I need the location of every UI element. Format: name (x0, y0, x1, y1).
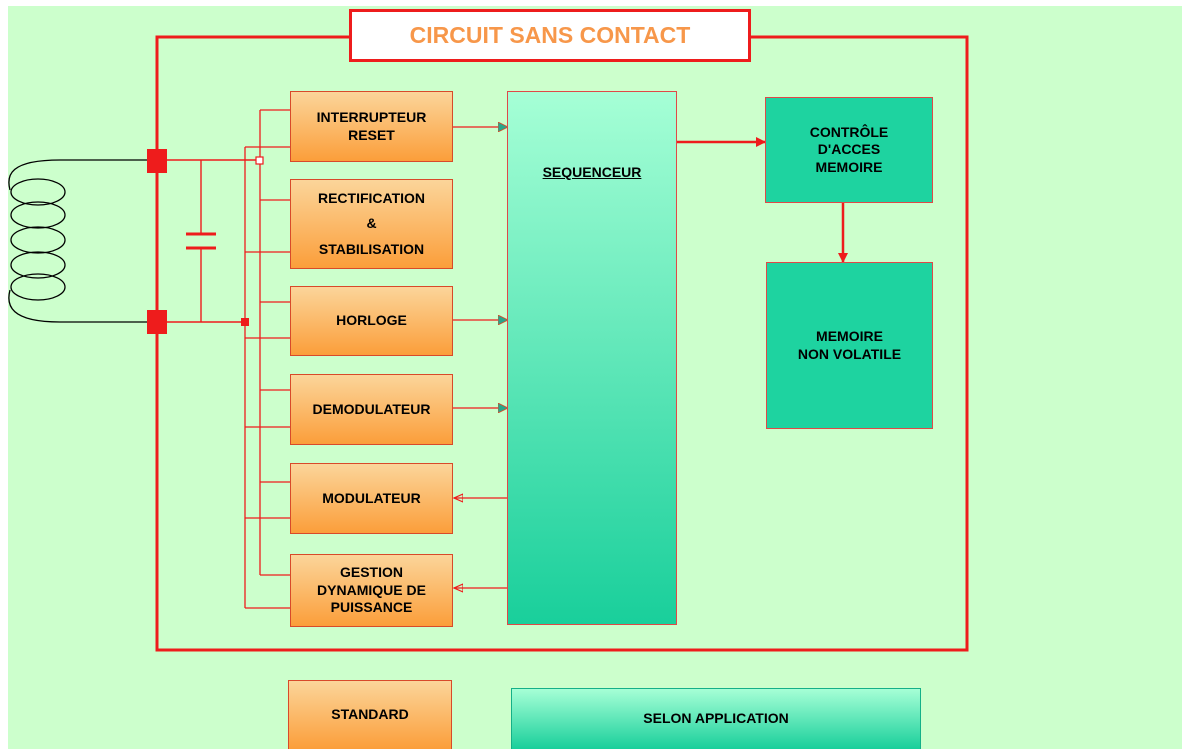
block-horloge: HORLOGE (290, 286, 453, 356)
block-memoire-line1: MEMOIRE (816, 328, 883, 344)
block-modulateur: MODULATEUR (290, 463, 453, 534)
legend-selon-application: SELON APPLICATION (511, 688, 921, 749)
block-interrupteur-line1: INTERRUPTEUR (316, 109, 427, 125)
block-interrupteur-line2: RESET (348, 126, 395, 143)
antenna-terminal-top (147, 149, 167, 173)
block-demodulateur-label: DEMODULATEUR (312, 400, 431, 417)
block-rectification-stabilisation: RECTIFICATION & STABILISATION (290, 179, 453, 269)
block-rectification-line3: STABILISATION (318, 240, 425, 257)
capacitor-icon (167, 159, 260, 323)
bus-node-bottom (241, 318, 249, 326)
power-bus (244, 109, 290, 609)
legend-standard-label: STANDARD (331, 706, 409, 723)
block-gestion-puissance: GESTION DYNAMIQUE DE PUISSANCE (290, 554, 453, 627)
block-horloge-label: HORLOGE (336, 312, 407, 329)
block-sequenceur: SEQUENCEUR (507, 91, 677, 625)
block-gestion-line1: GESTION (339, 564, 403, 581)
block-demodulateur: DEMODULATEUR (290, 374, 453, 445)
bus-node-top (255, 156, 264, 165)
antenna-coil-icon (8, 159, 148, 323)
block-rectification-line2: & (366, 215, 377, 232)
block-controle-line1: CONTRÔLE (809, 123, 889, 140)
block-controle-line2: D'ACCES (817, 141, 881, 158)
legend-standard: STANDARD (288, 680, 452, 749)
block-memoire-non-volatile: MEMOIRE NON VOLATILE (766, 262, 933, 429)
block-gestion-line2: DYNAMIQUE DE (317, 581, 426, 598)
block-interrupteur-reset: INTERRUPTEUR RESET (290, 91, 453, 162)
block-gestion-line3: PUISSANCE (330, 599, 413, 616)
block-controle-line3: MEMOIRE (815, 158, 883, 175)
block-modulateur-label: MODULATEUR (322, 489, 421, 506)
legend-selon-application-label: SELON APPLICATION (643, 710, 789, 727)
block-controle-acces-memoire: CONTRÔLE D'ACCES MEMOIRE (765, 97, 933, 203)
block-sequenceur-label: SEQUENCEUR (542, 164, 642, 180)
antenna-terminal-bottom (147, 310, 167, 334)
block-memoire-line2: NON VOLATILE (797, 345, 902, 362)
diagram-title: CIRCUIT SANS CONTACT (349, 9, 751, 62)
block-rectification-line1: RECTIFICATION (317, 189, 426, 206)
